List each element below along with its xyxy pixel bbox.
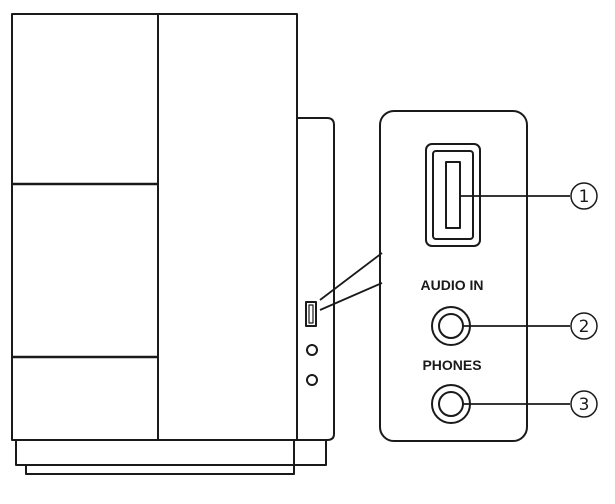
usb-port-slot xyxy=(445,161,461,229)
callout-3-number: 3 xyxy=(579,395,590,415)
housing-outline xyxy=(297,117,335,441)
leader-lines xyxy=(460,195,570,405)
callout-2-number: 2 xyxy=(579,317,590,337)
audio-in-label: AUDIO IN xyxy=(421,277,484,293)
usb-port-inner xyxy=(432,150,474,240)
callout-3-circle xyxy=(570,390,598,418)
detail-panel-frame xyxy=(379,110,528,442)
speaker-outline xyxy=(11,13,298,441)
zoom-lines xyxy=(319,252,383,311)
side-jack-housing xyxy=(297,117,335,441)
phones-label: PHONES xyxy=(422,357,481,373)
usb-port-outer xyxy=(425,143,481,247)
side-phones-jack xyxy=(306,374,318,386)
base-foot xyxy=(25,464,295,475)
audio-in-jack-inner xyxy=(438,313,464,339)
speaker-body xyxy=(11,13,298,441)
speaker-base xyxy=(15,439,327,475)
side-audio-in-jack xyxy=(306,344,318,356)
callout-2-circle xyxy=(570,312,598,340)
callout-1-number: 1 xyxy=(579,187,590,207)
callout-1-circle xyxy=(570,182,598,210)
side-usb-slot xyxy=(305,301,317,327)
base-plate xyxy=(15,439,327,466)
zoom-line-bottom xyxy=(319,282,383,311)
usb-port xyxy=(425,143,481,247)
side-usb-slot-inner xyxy=(308,304,314,324)
phones-jack-inner xyxy=(438,391,464,417)
callouts xyxy=(570,182,598,418)
zoom-line-top xyxy=(319,252,383,301)
detail-panel xyxy=(379,110,528,442)
